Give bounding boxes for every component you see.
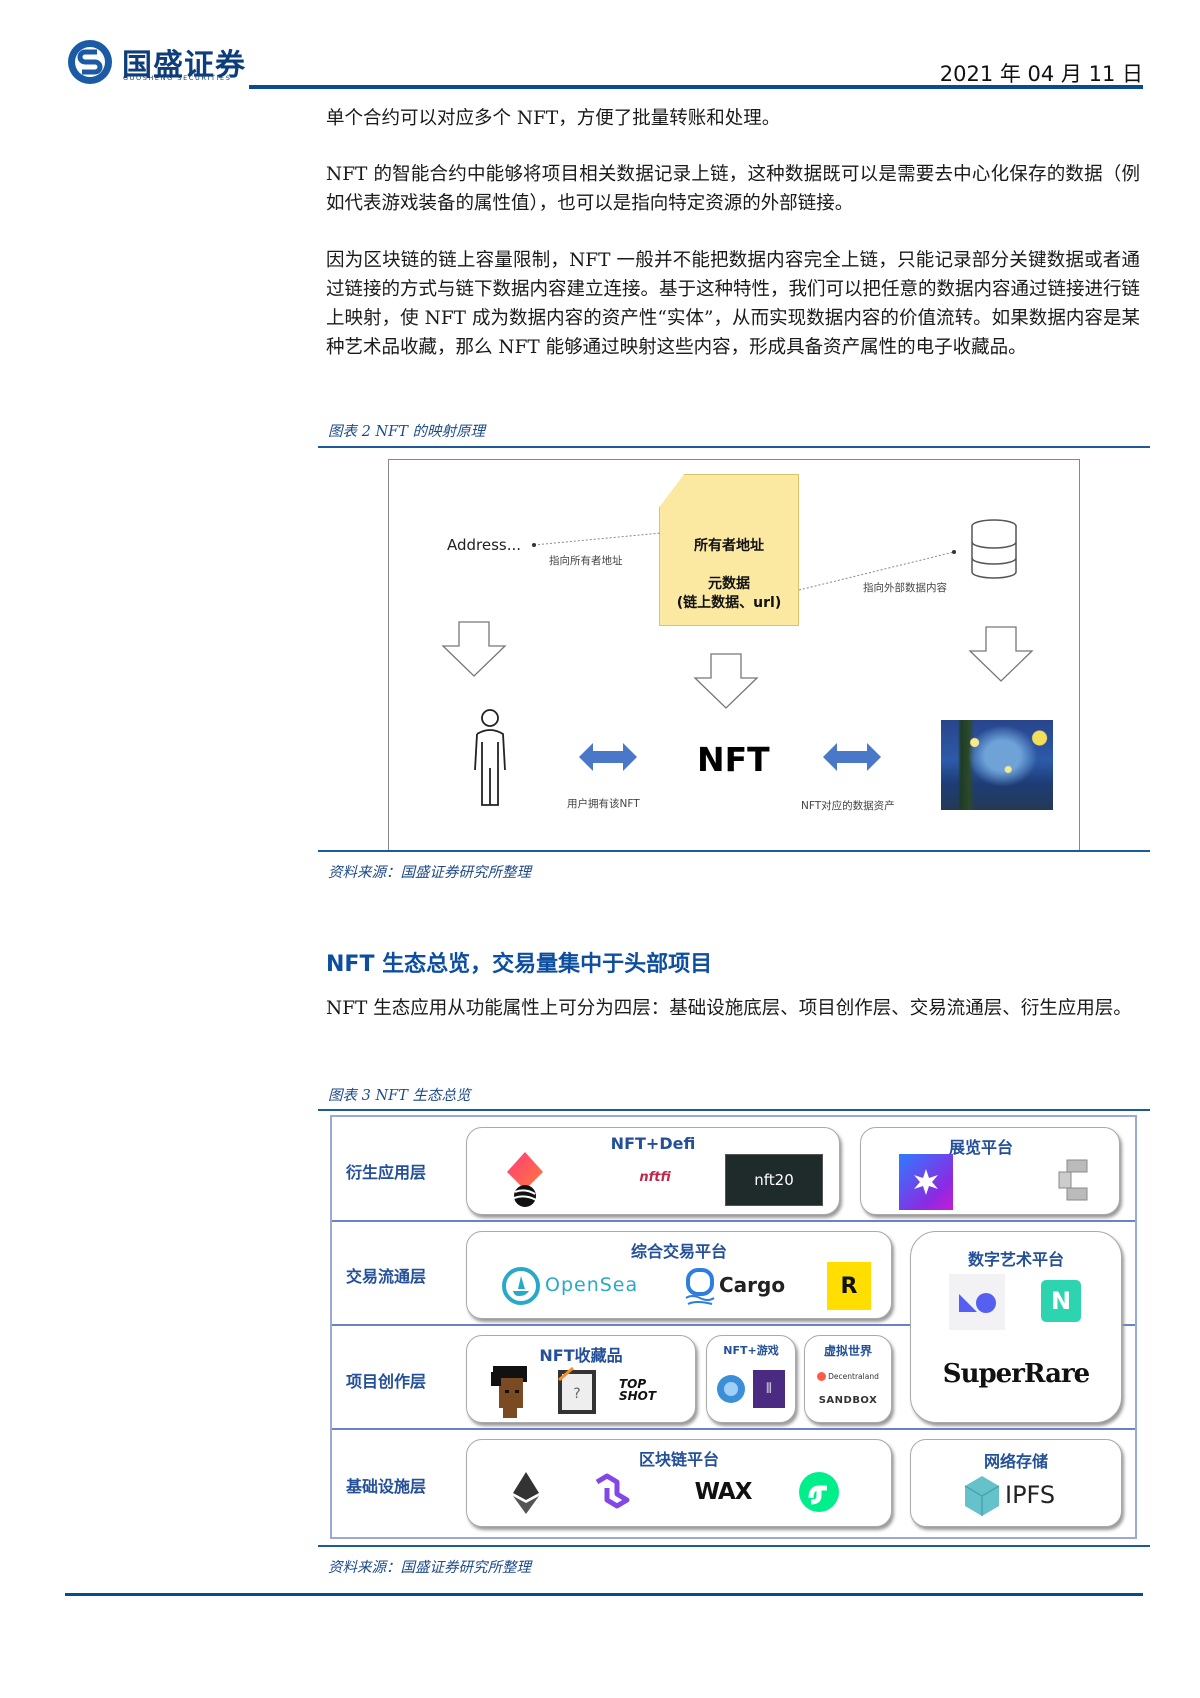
- opensea-wordmark: OpenSea: [545, 1274, 639, 1296]
- group-digital-art-platforms: 数字艺术平台 N SuperRare: [910, 1231, 1122, 1423]
- group-exhibition-platforms: 展览平台: [860, 1127, 1120, 1215]
- row-divider: [332, 1220, 1135, 1222]
- paragraph-2: NFT 的智能合约中能够将项目相关数据记录上链，这种数据既可以是需要去中心化保存…: [326, 164, 1140, 214]
- opensea-logo-icon: [502, 1267, 540, 1305]
- figure-2-bottom-rule: [318, 850, 1150, 852]
- metadata-note: 所有者地址 元数据 (链上数据、url): [659, 474, 799, 626]
- paragraph-1: 单个合约可以对应多个 NFT，方便了批量转账和处理。: [326, 108, 781, 129]
- group-title: NFT+Defi: [610, 1134, 696, 1153]
- layer-trading-circulation: 交易流通层: [346, 1267, 427, 1286]
- guosheng-logo-icon: [66, 38, 114, 86]
- figure-3-top-rule: [318, 1109, 1150, 1111]
- brand-name-en: GUOSHENG SECURITIES: [123, 74, 232, 82]
- ipfs-cube-icon: [964, 1476, 1000, 1516]
- paragraph-3: 因为区块链的链上容量限制，NFT 一般并不能把数据内容完全上链，只能记录部分关键…: [326, 250, 1141, 358]
- tower-game-logo-icon: ⫴: [753, 1370, 785, 1408]
- layer-project-creation: 项目创作层: [346, 1372, 427, 1391]
- address-label: Address...: [447, 536, 522, 554]
- svg-text:?: ?: [573, 1386, 580, 1402]
- figure-2-source: 资料来源：国盛证券研究所整理: [328, 865, 531, 881]
- diamond-logo-icon: [507, 1152, 543, 1207]
- footer-rule: [65, 1593, 1143, 1596]
- database-icon: [971, 519, 1017, 579]
- group-title: 数字艺术平台: [967, 1250, 1064, 1269]
- sandbox-logo: SANDBOX: [818, 1394, 878, 1406]
- shape-logo-icon: [949, 1274, 1005, 1330]
- group-blockchain-platforms: 区块链平台 WAX: [466, 1439, 892, 1527]
- cargo-logo-icon: [685, 1268, 715, 1305]
- polygon-logo-icon: [595, 1473, 630, 1509]
- figure-2-top-rule: [318, 446, 1150, 448]
- ipfs-wordmark: IPFS: [1005, 1481, 1056, 1509]
- down-arrow-icon: [693, 653, 759, 709]
- owner-address-label: 所有者地址: [694, 538, 764, 554]
- down-arrow-icon: [441, 621, 507, 677]
- header-rule: [249, 85, 1143, 89]
- group-nft-games: NFT+游戏 ⫴: [706, 1335, 796, 1423]
- nft-mapping-diagram: 所有者地址 元数据 (链上数据、url) Address... 指向所有者地址 …: [388, 459, 1080, 851]
- flow-logo-icon: [799, 1472, 839, 1512]
- group-virtual-worlds: 虚拟世界 Decentraland SANDBOX: [804, 1335, 892, 1423]
- owner-pointer-label: 指向所有者地址: [549, 555, 623, 567]
- group-nft-collectibles: NFT收藏品 ? TOP SHOT: [466, 1335, 696, 1423]
- group-network-storage: 网络存储 IPFS: [910, 1439, 1122, 1527]
- group-title: 综合交易平台: [630, 1242, 727, 1261]
- frame-logo-icon: ?: [558, 1366, 596, 1414]
- wax-logo: WAX: [694, 1479, 753, 1505]
- star-app-logo-icon: [899, 1154, 953, 1210]
- figure-3-bottom-rule: [318, 1545, 1150, 1547]
- group-general-marketplaces: 综合交易平台 OpenSea Cargo R: [466, 1231, 892, 1319]
- gear-game-logo-icon: [717, 1375, 745, 1403]
- external-pointer-label: 指向外部数据内容: [863, 582, 947, 594]
- nft-center-label: NFT: [697, 740, 770, 779]
- person-icon: [474, 709, 506, 806]
- section-heading: NFT 生态总览，交易量集中于头部项目: [326, 952, 713, 977]
- section-paragraph: NFT 生态应用从功能属性上可分为四层：基础设施底层、项目创作层、交易流通层、衍…: [326, 998, 1132, 1019]
- nft-ecosystem-diagram: 衍生应用层 交易流通层 项目创作层 基础设施层 NFT+Defi nftfi n…: [330, 1115, 1137, 1539]
- superrare-wordmark: SuperRare: [942, 1359, 1090, 1389]
- row-divider: [332, 1428, 1135, 1430]
- brand-name-cn: 国盛证券: [122, 48, 246, 83]
- n-logo: N: [1041, 1280, 1081, 1322]
- double-arrow-icon: [823, 743, 881, 771]
- figure-2-caption: 图表 2 NFT 的映射原理: [328, 424, 485, 440]
- metadata-line1: 元数据: [708, 576, 750, 592]
- row-divider: [332, 1324, 1135, 1326]
- group-title: 网络存储: [983, 1452, 1048, 1471]
- double-arrow-icon: [579, 743, 637, 771]
- down-arrow-icon: [968, 626, 1034, 682]
- nft20-logo: nft20: [725, 1154, 823, 1206]
- group-title: 区块链平台: [638, 1450, 719, 1469]
- decentraland-icon: [817, 1371, 827, 1381]
- metadata-line2: (链上数据、url): [676, 595, 782, 611]
- group-title: 虚拟世界: [823, 1344, 872, 1358]
- group-title: 展览平台: [948, 1138, 1013, 1157]
- ethereum-logo-icon: [513, 1472, 539, 1514]
- group-title: NFT收藏品: [539, 1346, 623, 1365]
- cargo-wordmark: Cargo: [719, 1273, 786, 1297]
- layer-derivative-applications: 衍生应用层: [346, 1163, 427, 1182]
- dotted-connectors: [532, 532, 956, 591]
- rarible-r-logo: R: [827, 1262, 871, 1310]
- nftfi-logo: nftfi: [639, 1169, 671, 1185]
- nft-data-asset-label: NFT对应的数据资产: [801, 800, 895, 812]
- metadata-label: 元数据 (链上数据、url): [660, 575, 798, 613]
- report-date: 2021 年 04 月 11 日: [939, 62, 1143, 86]
- layer-infrastructure: 基础设施层: [346, 1477, 427, 1496]
- starry-night-painting: [941, 720, 1053, 810]
- group-title: NFT+游戏: [723, 1344, 779, 1357]
- cube-logo-icon: [1058, 1159, 1088, 1201]
- decentraland-logo: Decentraland: [809, 1368, 887, 1384]
- cryptopunk-avatar-icon: [491, 1366, 527, 1418]
- figure-3-source: 资料来源：国盛证券研究所整理: [328, 1560, 531, 1576]
- group-nft-defi: NFT+Defi nftfi nft20: [466, 1127, 840, 1215]
- user-owns-nft-label: 用户拥有该NFT: [567, 798, 640, 810]
- figure-3-caption: 图表 3 NFT 生态总览: [328, 1088, 471, 1104]
- nba-top-shot-logo: TOP SHOT: [619, 1377, 657, 1403]
- decentraland-wordmark: Decentraland: [828, 1371, 879, 1381]
